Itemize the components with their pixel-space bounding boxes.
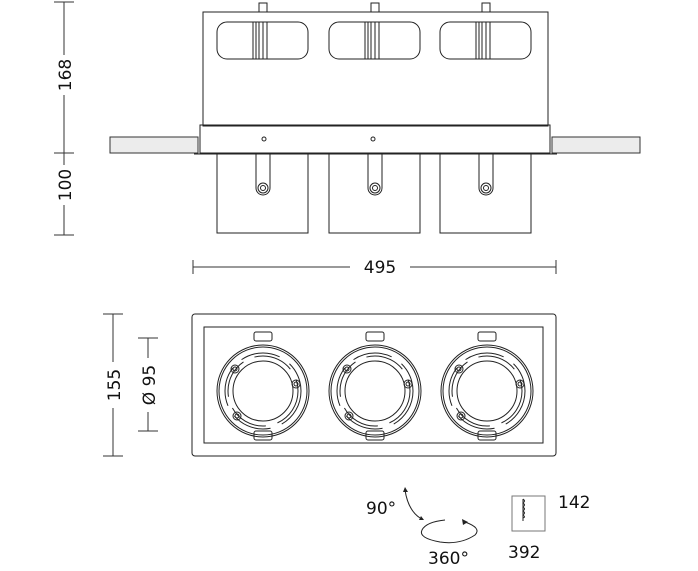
dimension-155: 155 bbox=[103, 313, 125, 457]
lamp-can bbox=[328, 153, 421, 234]
plan-view bbox=[191, 313, 557, 457]
lamp-ring bbox=[216, 331, 310, 441]
side-elevation bbox=[109, 2, 641, 234]
ceiling-right bbox=[551, 136, 641, 154]
tilt-arrow-icon bbox=[404, 489, 421, 519]
top-tab bbox=[481, 2, 491, 13]
cutout-icon bbox=[522, 498, 525, 521]
dim-155-label: 155 bbox=[105, 369, 125, 401]
dim-495-label: 495 bbox=[364, 258, 396, 278]
dimension-495: 495 bbox=[192, 258, 557, 278]
dim-diameter-label: Ø 95 bbox=[140, 365, 160, 405]
lamp-ring bbox=[440, 331, 534, 441]
bracket bbox=[255, 154, 271, 196]
top-tab bbox=[370, 2, 380, 13]
tilt-label: 90° bbox=[366, 499, 396, 519]
rotate-arrow-icon bbox=[420, 519, 478, 544]
dim-100-label: 100 bbox=[56, 169, 76, 201]
cutout-symbol: 142 392 bbox=[508, 493, 590, 563]
dim-168-label: 168 bbox=[56, 59, 76, 91]
bracket bbox=[478, 154, 494, 196]
dimension-100: 100 bbox=[54, 152, 76, 236]
cutout-width-label: 392 bbox=[508, 543, 540, 563]
dimension-168: 168 bbox=[54, 1, 76, 153]
dimension-diameter: Ø 95 bbox=[138, 337, 160, 432]
rotate-label: 360° bbox=[428, 549, 469, 569]
lamp-ring bbox=[328, 331, 422, 441]
rotation-symbols: 90° 360° bbox=[366, 487, 478, 569]
flange bbox=[199, 124, 551, 154]
lamp-can bbox=[439, 153, 532, 234]
top-tab bbox=[258, 2, 268, 13]
lamp-can bbox=[216, 153, 309, 234]
bracket bbox=[367, 154, 383, 196]
cutout-height-label: 142 bbox=[558, 493, 590, 513]
ceiling-left bbox=[109, 136, 199, 154]
